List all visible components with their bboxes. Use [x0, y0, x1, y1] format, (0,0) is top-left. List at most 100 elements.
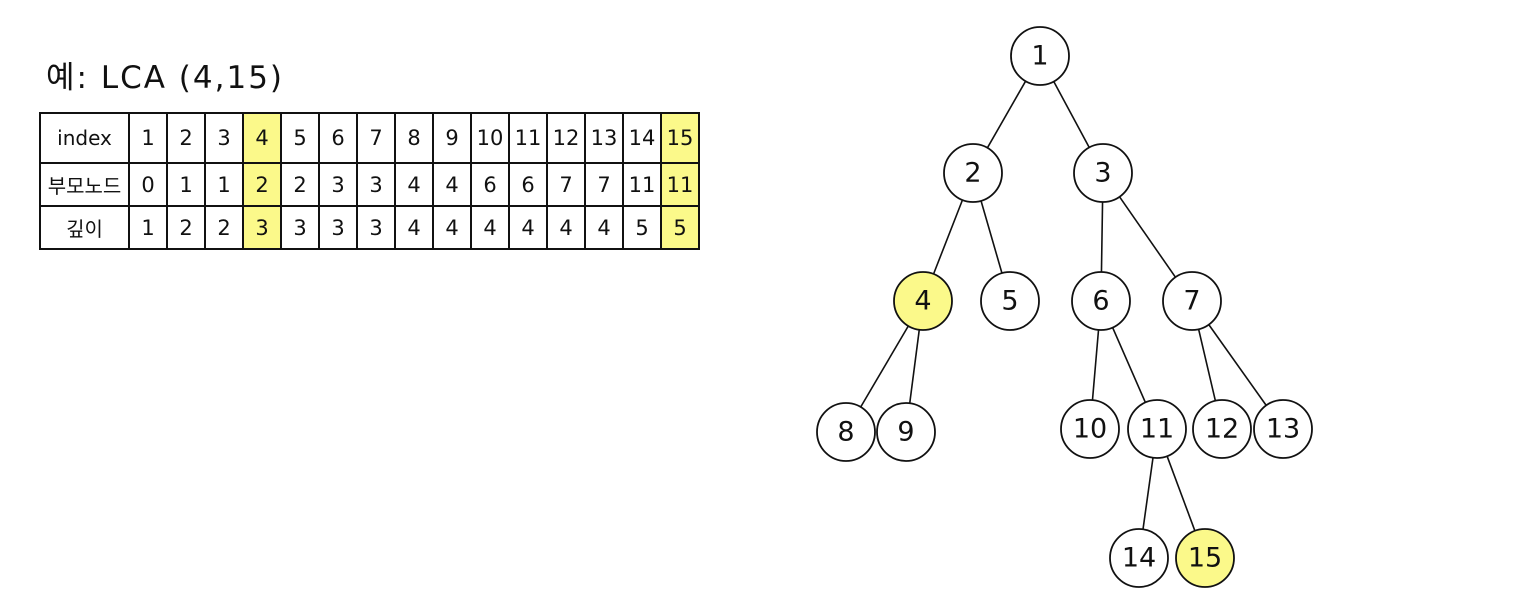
depth-cell: 2	[204, 205, 244, 250]
tree-node: 10	[1060, 399, 1120, 459]
parent-cell: 7	[546, 162, 586, 207]
depth-cell: 3	[242, 205, 282, 250]
tree-edge	[1208, 324, 1267, 406]
parent-cell: 2	[280, 162, 320, 207]
index-cell: 12	[546, 112, 586, 164]
tree-node-circle	[1073, 143, 1133, 203]
index-cell: 7	[356, 112, 396, 164]
tree-node: 3	[1073, 143, 1133, 203]
tree-node: 2	[943, 143, 1003, 203]
tree-edge	[1142, 457, 1154, 530]
tree-edge	[1100, 201, 1104, 273]
depth-cell: 4	[432, 205, 472, 250]
tree-node-label: 8	[837, 417, 854, 448]
tree-node-circle	[816, 402, 876, 462]
parent-cell: 3	[318, 162, 358, 207]
depth-cell: 1	[128, 205, 168, 250]
depth-cell: 4	[584, 205, 624, 250]
index-cell: 8	[394, 112, 434, 164]
depth-cell: 4	[470, 205, 510, 250]
row-label-index: index	[39, 112, 130, 164]
index-cell: 1	[128, 112, 168, 164]
parent-cell: 11	[660, 162, 700, 207]
tree-node-circle	[1109, 528, 1169, 588]
index-cell: 3	[204, 112, 244, 164]
depth-cell: 5	[660, 205, 700, 250]
index-cell: 11	[508, 112, 548, 164]
tree-node-label: 11	[1140, 414, 1174, 445]
index-cell: 6	[318, 112, 358, 164]
tree-node-circle	[943, 143, 1003, 203]
tree-edge	[1091, 329, 1100, 401]
tree-node-label: 13	[1266, 414, 1300, 445]
tree-edge	[1166, 455, 1196, 532]
tree-edge	[1118, 196, 1177, 278]
parent-cell: 4	[432, 162, 472, 207]
index-cell: 13	[584, 112, 624, 164]
tree-node-circle	[1175, 528, 1235, 588]
index-cell: 15	[660, 112, 700, 164]
index-cell: 10	[470, 112, 510, 164]
tree-node-circle	[980, 271, 1040, 331]
depth-cell: 2	[166, 205, 206, 250]
parent-cell: 1	[166, 162, 206, 207]
parent-cell: 11	[622, 162, 662, 207]
index-cell: 2	[166, 112, 206, 164]
tree-edge	[1197, 329, 1217, 401]
tree-node: 12	[1192, 399, 1252, 459]
tree-node-label: 9	[897, 417, 914, 448]
parent-cell: 2	[242, 162, 282, 207]
row-label-parent: 부모노드	[39, 162, 130, 207]
tree-node: 15	[1175, 528, 1235, 588]
index-cell: 5	[280, 112, 320, 164]
tree-node-label: 4	[914, 286, 931, 317]
tree-node-label: 12	[1205, 414, 1239, 445]
tree-edge	[1053, 81, 1090, 148]
diagram-title: 예: LCA (4,15)	[46, 60, 285, 96]
tree-node-circle	[876, 402, 936, 462]
tree-node-label: 6	[1092, 286, 1109, 317]
tree-node: 8	[816, 402, 876, 462]
tree-node-circle	[1010, 26, 1070, 86]
parent-cell: 7	[584, 162, 624, 207]
tree-node: 6	[1071, 271, 1131, 331]
tree-node-circle	[1071, 271, 1131, 331]
parent-cell: 4	[394, 162, 434, 207]
tree-node-label: 2	[964, 158, 981, 189]
parent-cell: 3	[356, 162, 396, 207]
tree-node-circle	[1060, 399, 1120, 459]
tree-node-circle	[893, 271, 953, 331]
depth-cell: 3	[318, 205, 358, 250]
tree-edge	[860, 325, 909, 408]
depth-cell: 4	[508, 205, 548, 250]
tree-node-label: 5	[1001, 286, 1018, 317]
tree-node: 9	[876, 402, 936, 462]
tree-edge	[980, 200, 1003, 274]
tree-node-label: 7	[1183, 286, 1200, 317]
tree-node: 1	[1010, 26, 1070, 86]
tree-node: 7	[1162, 271, 1222, 331]
depth-cell: 4	[394, 205, 434, 250]
index-cell: 14	[622, 112, 662, 164]
tree-node: 13	[1253, 399, 1313, 459]
depth-cell: 3	[280, 205, 320, 250]
tree-node-label: 1	[1031, 41, 1048, 72]
tree-edges	[860, 80, 1267, 532]
tree-node-label: 15	[1188, 543, 1222, 574]
tree-node: 4	[893, 271, 953, 331]
tree-node-label: 10	[1073, 414, 1107, 445]
tree-node-circle	[1127, 399, 1187, 459]
parent-cell: 6	[508, 162, 548, 207]
tree-node-circle	[1253, 399, 1313, 459]
parent-cell: 1	[204, 162, 244, 207]
tree-edge	[932, 199, 964, 275]
tree-node-label: 3	[1094, 158, 1111, 189]
tree-node-label: 14	[1122, 543, 1156, 574]
parent-cell: 6	[470, 162, 510, 207]
